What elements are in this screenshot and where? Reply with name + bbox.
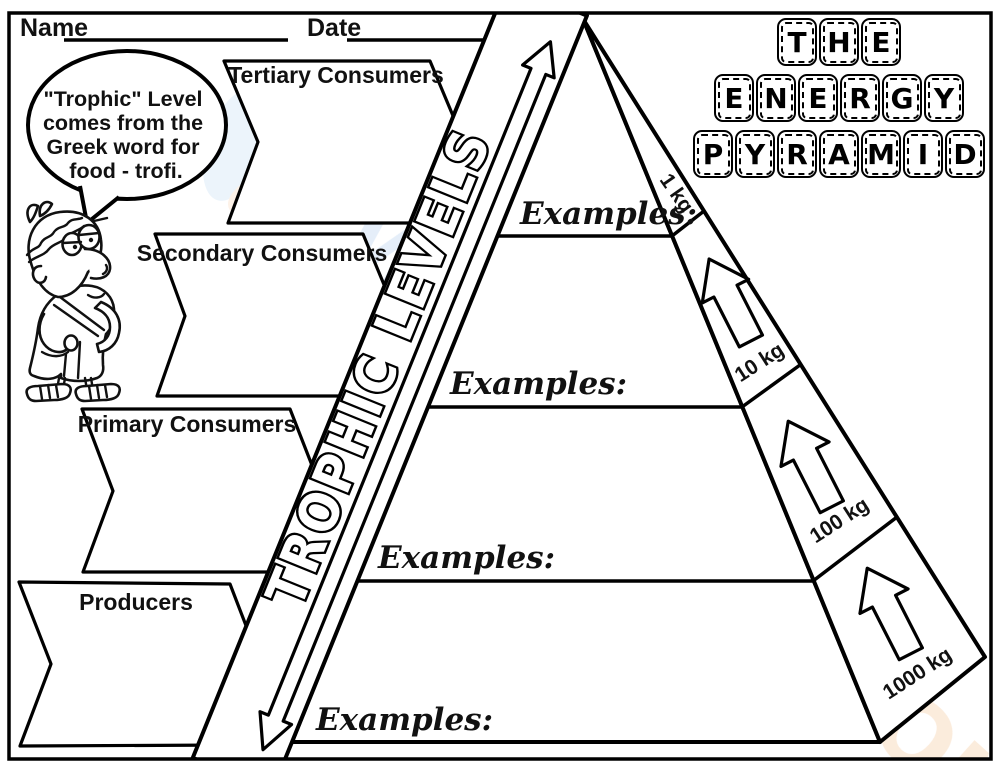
title-letter-tile: Y bbox=[735, 130, 775, 178]
philosopher-arm-akimbo bbox=[93, 300, 122, 354]
eyelids bbox=[61, 231, 101, 245]
pupil bbox=[72, 244, 78, 250]
pupil bbox=[88, 237, 94, 243]
page-border bbox=[7, 11, 993, 761]
examples-label-3: Examples: bbox=[377, 540, 555, 576]
sandal-straps bbox=[38, 383, 60, 401]
eyebrow bbox=[92, 216, 109, 223]
title-letter-tile: G bbox=[882, 74, 922, 122]
laurel-wreath bbox=[27, 224, 86, 264]
ear bbox=[31, 264, 48, 285]
sandal-straps bbox=[87, 383, 109, 401]
title-letter-tile: A bbox=[819, 130, 859, 178]
title-letter-tile: E bbox=[798, 74, 838, 122]
title-letter-tile: H bbox=[819, 18, 859, 66]
energy-pyramid: Examples: Examples: Examples: Examples: … bbox=[290, 17, 987, 744]
speech-bubble-balloon bbox=[26, 49, 228, 201]
nostril bbox=[101, 263, 109, 276]
laurel-wreath bbox=[25, 216, 84, 257]
biomass-band-divider-2 bbox=[740, 363, 802, 409]
title-letter-tile: T bbox=[777, 18, 817, 66]
title-letter-tile: M bbox=[861, 130, 901, 178]
title-letter-tile: R bbox=[840, 74, 880, 122]
trophic-level-boxes: Tertiary Consumers Secondary Consumers P… bbox=[17, 59, 466, 748]
speech-bubble: "Trophic" Level comes from the Greek wor… bbox=[26, 49, 228, 225]
title-letter-tile: Y bbox=[924, 74, 964, 122]
philosopher-illustration bbox=[25, 200, 122, 403]
philosopher-hand bbox=[63, 334, 79, 352]
name-label: Name bbox=[20, 14, 88, 42]
level-box-tertiary-label: Tertiary Consumers bbox=[228, 62, 444, 88]
mouth bbox=[86, 292, 106, 299]
date-label: Date bbox=[307, 14, 361, 42]
title-letter-tile: E bbox=[861, 18, 901, 66]
level-box-primary-label: Primary Consumers bbox=[78, 411, 297, 437]
energy-flow-up-arrow bbox=[700, 257, 765, 349]
examples-label-4: Examples: bbox=[315, 702, 493, 738]
title-letter-tile: D bbox=[945, 130, 985, 178]
energy-flow-up-arrow bbox=[779, 419, 845, 515]
biomass-band-divider-3 bbox=[811, 515, 899, 583]
eye bbox=[77, 223, 101, 251]
examples-label-1: Examples: bbox=[519, 196, 697, 232]
energy-flow-up-arrow bbox=[858, 566, 924, 662]
title-letter-tile: I bbox=[903, 130, 943, 178]
laurel-wreath-sprig bbox=[26, 200, 54, 224]
level-box-producers-label: Producers bbox=[79, 589, 193, 615]
biomass-band bbox=[581, 17, 987, 744]
title-letter-tile: R bbox=[777, 130, 817, 178]
philosopher-body bbox=[28, 284, 116, 383]
title-letter-tile: E bbox=[714, 74, 754, 122]
double-headed-arrow bbox=[258, 40, 556, 752]
speech-bubble-text: "Trophic" Level comes from the Greek wor… bbox=[43, 87, 209, 183]
title-letter-tile: P bbox=[693, 130, 733, 178]
level-box-secondary-label: Secondary Consumers bbox=[137, 240, 388, 266]
biomass-band-divider-1 bbox=[670, 209, 706, 238]
nose bbox=[83, 247, 112, 280]
title-letter-tile: N bbox=[756, 74, 796, 122]
examples-label-2: Examples: bbox=[449, 366, 627, 402]
toga-folds bbox=[40, 295, 106, 380]
